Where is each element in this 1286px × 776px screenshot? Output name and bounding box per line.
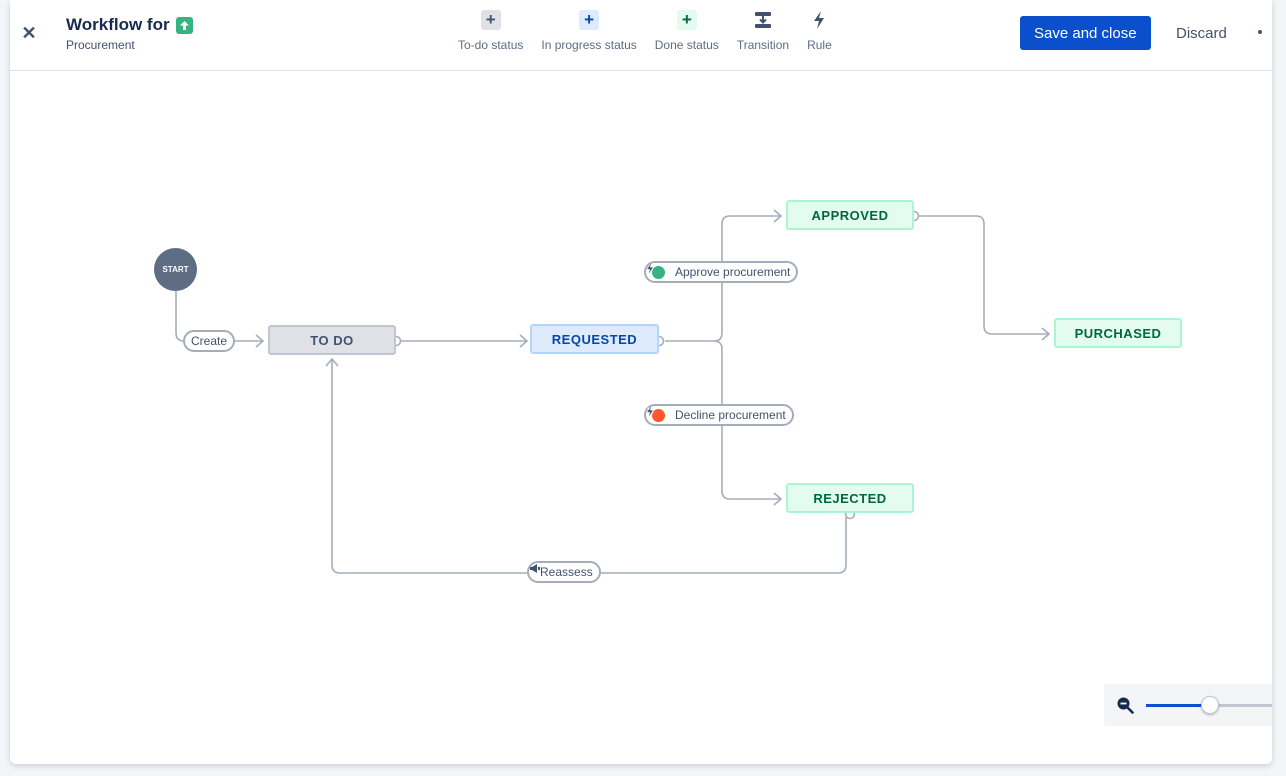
title-block: Workflow for Procurement [66,15,193,52]
tool-label: To-do status [458,38,524,52]
close-icon[interactable]: ✕ [21,22,37,43]
tool-label: In progress status [541,38,637,52]
tool-label: Done status [654,38,719,52]
status-todo[interactable]: TO DO [268,325,396,355]
transition-label: Create [191,334,228,348]
transition-label: Approve procurement [675,265,791,279]
status-rejected[interactable]: REJECTED [786,483,914,513]
add-transition-button[interactable]: Transition [737,10,789,52]
editor-header: ✕ Workflow for Procurement + To-do statu… [10,0,1272,71]
page-title: Workflow for [66,15,170,34]
issue-type-arrow-up-icon [175,16,193,34]
add-todo-status-button[interactable]: + To-do status [458,10,523,52]
transition-decline-procurement[interactable]: Decline procurement [644,404,794,426]
save-and-close-button[interactable]: Save and close [1020,16,1151,50]
add-done-status-button[interactable]: + Done status [655,10,719,52]
transition-lines [175,209,1051,574]
transition-create[interactable]: Create [183,330,236,352]
tool-label: Transition [736,38,790,52]
status-requested[interactable]: REQUESTED [530,324,659,354]
tool-label: Rule [807,38,832,52]
transition-icon [753,10,773,30]
transition-label: Decline procurement [675,408,786,422]
more-options-icon[interactable] [1258,30,1262,34]
add-rule-button[interactable]: Rule [807,10,832,52]
transition-label: Reassess [540,565,593,579]
transition-approve-procurement[interactable]: Approve procurement [644,261,799,283]
page-subtitle: Procurement [66,38,135,52]
zoom-slider-fill [1146,704,1209,707]
toolbar: + To-do status + In progress status + Do… [458,10,832,52]
lightning-icon [809,10,829,30]
zoom-slider-thumb[interactable] [1201,696,1219,714]
workflow-editor-window: ✕ Workflow for Procurement + To-do statu… [10,0,1272,764]
zoom-slider[interactable] [1146,696,1272,714]
start-node[interactable]: START [154,248,197,291]
plus-icon: + [579,10,600,30]
zoom-control [1104,684,1272,726]
status-approved[interactable]: APPROVED [786,200,914,230]
discard-button[interactable]: Discard [1166,16,1237,50]
plus-icon: + [676,10,697,30]
status-purchased[interactable]: PURCHASED [1054,318,1182,348]
transition-reassess[interactable]: Reassess [527,561,601,583]
add-inprogress-status-button[interactable]: + In progress status [541,10,637,52]
workflow-canvas[interactable]: START TO DO REQUESTED APPROVED REJECTED … [10,71,1272,764]
plus-icon: + [480,10,501,30]
